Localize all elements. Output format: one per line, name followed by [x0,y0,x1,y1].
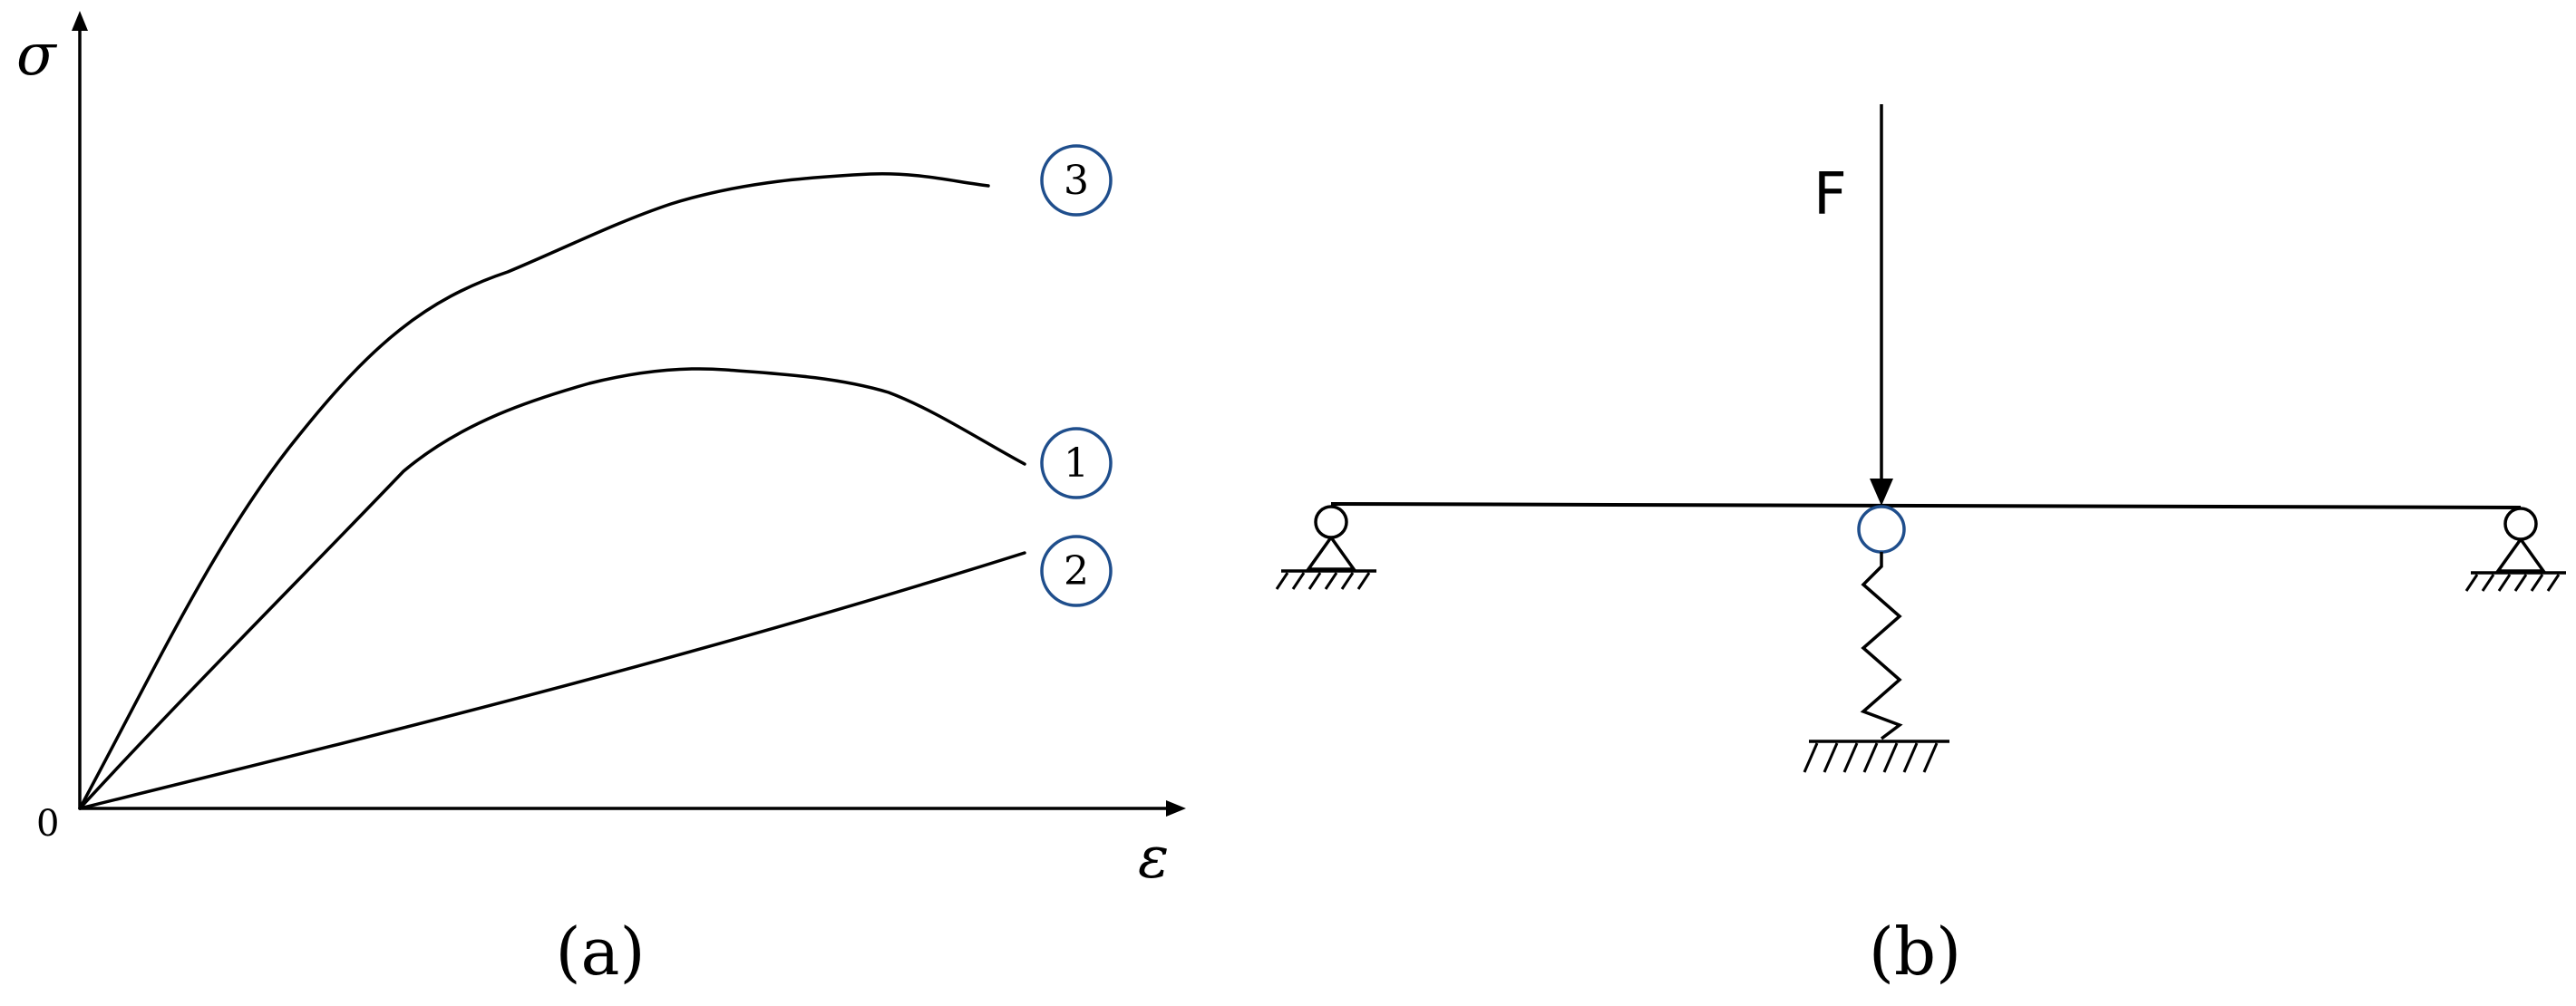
panel-a-caption: (a) [555,914,645,990]
middle-spring-support [1803,505,1949,773]
left-pin-support [1275,505,1376,590]
curve-3-label: 3 [1064,158,1089,204]
middle-node [1857,505,1906,554]
x-axis-arrowhead [1166,800,1186,817]
curve-2-marker: 2 [1040,535,1113,607]
x-axis-symbol: ε [1138,825,1169,892]
curve-1-label: 1 [1064,440,1089,487]
panel-b-beam-diagram: F [1275,104,2566,990]
origin-label: 0 [36,803,59,845]
curve-3 [78,171,990,810]
right-pin-support [2464,507,2566,592]
curve-3-marker: 3 [1040,144,1113,217]
panel-a-stress-strain-diagram: σ ε 0 3 1 2 (a) [16,11,1186,990]
y-axis-arrowhead [72,11,88,31]
spring [1860,552,1903,740]
curve-1 [78,367,1026,810]
beam [1330,502,2522,509]
panel-b-caption: (b) [1869,914,1961,990]
y-axis-symbol: σ [16,22,58,89]
force-arrowhead [1870,479,1893,506]
force-label: F [1813,161,1847,228]
curve-1-marker: 1 [1040,427,1113,499]
curve-2-label: 2 [1064,548,1089,595]
curve-2 [78,551,1026,810]
